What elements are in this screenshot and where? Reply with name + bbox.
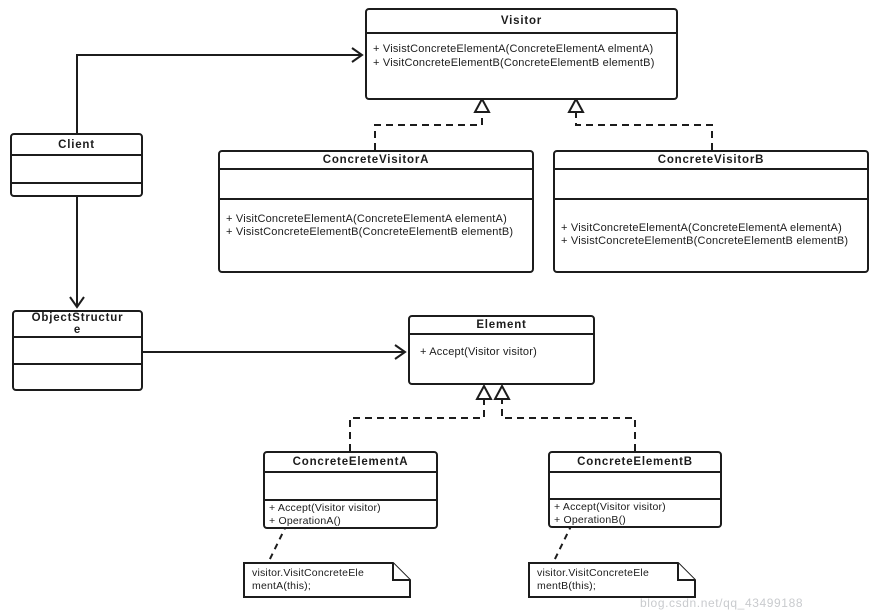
hollow-triangle-icon — [567, 96, 585, 113]
methods-compartment: + VisistConcreteElementA(ConcreteElement… — [367, 34, 676, 98]
hollow-triangle-icon — [493, 383, 511, 400]
class-client: Client — [10, 133, 143, 197]
method-entry: + VisistConcreteElementA(ConcreteElement… — [373, 43, 654, 55]
connector-objectstructure-to-element — [143, 344, 407, 360]
class-object-structure: ObjectStructur e — [12, 310, 143, 391]
name-line: e — [73, 324, 82, 336]
generalization-concretevisitora-to-visitor — [374, 96, 491, 150]
note-line: visitor.VisitConcreteEle — [537, 567, 649, 579]
method-entry: + Accept(Visitor visitor) — [269, 502, 381, 514]
class-concrete-visitor-a: ConcreteVisitorA + VisitConcreteElementA… — [218, 150, 534, 273]
class-concrete-element-b: ConcreteElementB + Accept(Visitor visito… — [548, 451, 722, 528]
attributes-compartment — [550, 473, 720, 500]
note-b-shape — [528, 562, 696, 598]
note-line: mentB(this); — [537, 580, 596, 592]
method-entry: + VisitConcreteElementA(ConcreteElementA… — [226, 213, 507, 225]
method-entry: + VisistConcreteElementB(ConcreteElement… — [561, 234, 849, 247]
note-a-shape — [243, 562, 411, 598]
class-element: Element + Accept(Visitor visitor) — [408, 315, 595, 385]
method-entry: + OperationB() — [554, 513, 626, 526]
methods-compartment — [14, 365, 141, 389]
connector-client-to-visitor — [76, 47, 364, 133]
class-concrete-visitor-a-name: ConcreteVisitorA — [220, 152, 532, 170]
method-entry: + VisitConcreteElementB(ConcreteElementB… — [373, 56, 655, 69]
method-entry: + Accept(Visitor visitor) — [554, 501, 666, 513]
open-arrowhead-icon — [394, 344, 407, 360]
methods-compartment: + Accept(Visitor visitor) + OperationA() — [265, 501, 436, 527]
connector-client-to-objectstructure — [69, 197, 85, 309]
methods-compartment: + VisitConcreteElementA(ConcreteElementA… — [555, 200, 867, 271]
class-concrete-visitor-b: ConcreteVisitorB + VisitConcreteElementA… — [553, 150, 869, 273]
hollow-triangle-icon — [473, 96, 491, 113]
attributes-compartment — [14, 338, 141, 365]
open-arrowhead-icon — [69, 296, 85, 309]
class-concrete-element-b-name: ConcreteElementB — [550, 453, 720, 473]
note-b: visitor.VisitConcreteEle mentB(this); — [537, 567, 689, 593]
attributes-compartment — [220, 170, 532, 200]
generalization-concretevisitorb-to-visitor — [567, 96, 713, 150]
attributes-compartment — [12, 156, 141, 184]
open-arrowhead-icon — [351, 47, 364, 63]
class-client-name: Client — [12, 135, 141, 156]
methods-compartment: + Accept(Visitor visitor) + OperationB() — [550, 500, 720, 526]
class-concrete-element-a: ConcreteElementA + Accept(Visitor visito… — [263, 451, 438, 529]
note-line: visitor.VisitConcreteEle — [252, 567, 364, 579]
generalization-concreteelementb-to-element — [493, 383, 636, 451]
note-line: mentA(this); — [252, 580, 311, 592]
class-concrete-visitor-b-name: ConcreteVisitorB — [555, 152, 867, 170]
methods-compartment — [12, 184, 141, 195]
methods-compartment: + Accept(Visitor visitor) — [410, 335, 593, 383]
attributes-compartment — [555, 170, 867, 200]
method-entry: + VisistConcreteElementB(ConcreteElement… — [226, 225, 514, 238]
watermark: blog.csdn.net/qq_43499188 — [640, 596, 804, 610]
note-fold-icon — [392, 563, 410, 581]
class-element-name: Element — [410, 317, 593, 335]
hollow-triangle-icon — [475, 383, 493, 400]
method-entry: + VisitConcreteElementA(ConcreteElementA… — [561, 222, 842, 234]
method-entry: + Accept(Visitor visitor) — [420, 346, 537, 358]
name-line: ObjectStructur — [31, 312, 124, 324]
class-visitor: Visitor + VisistConcreteElementA(Concret… — [365, 8, 678, 100]
class-object-structure-name: ObjectStructur e — [14, 312, 141, 338]
attributes-compartment — [265, 473, 436, 501]
note-fold-icon — [677, 563, 695, 581]
class-visitor-name: Visitor — [367, 10, 676, 34]
note-link-concreteelementb — [552, 523, 573, 564]
methods-compartment: + VisitConcreteElementA(ConcreteElementA… — [220, 200, 532, 271]
method-entry: + OperationA() — [269, 514, 341, 527]
note-a: visitor.VisitConcreteEle mentA(this); — [252, 567, 404, 593]
note-link-concreteelementa — [267, 523, 288, 564]
class-concrete-element-a-name: ConcreteElementA — [265, 453, 436, 474]
generalization-concreteelementa-to-element — [349, 383, 493, 451]
